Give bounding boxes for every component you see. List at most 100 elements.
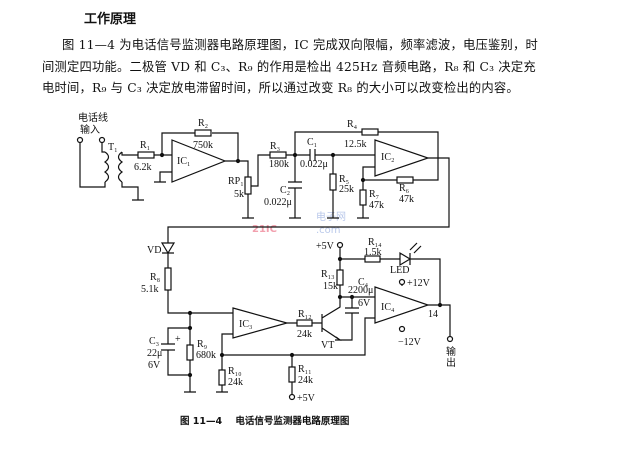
supply-terminal: [398, 278, 406, 286]
figure-caption: 图 11—4 电话信号监测器电路原理图: [180, 415, 349, 427]
opamp-ic1: [171, 139, 227, 183]
svg-text:24k: 24k: [298, 375, 313, 386]
svg-text:14: 14: [428, 309, 438, 320]
svg-text:−12V: −12V: [398, 337, 422, 348]
resistor-r14: [364, 255, 381, 263]
capacitor-c4: [345, 297, 359, 318]
svg-text:180k: 180k: [269, 159, 289, 170]
svg-text:输入: 输入: [80, 123, 100, 136]
svg-text:.com: .com: [316, 225, 341, 236]
svg-text:RP₁: RP₁: [228, 176, 244, 187]
svg-text:+: +: [175, 334, 181, 345]
svg-text:R₅: R₅: [339, 174, 349, 185]
svg-text:C₂: C₂: [280, 185, 290, 196]
svg-text:R₂: R₂: [198, 118, 208, 129]
svg-text:6V: 6V: [358, 298, 371, 309]
resistor-r8: [164, 267, 172, 291]
svg-text:+5V: +5V: [297, 393, 316, 404]
svg-text:750k: 750k: [193, 140, 213, 151]
resistor-r4: [361, 128, 379, 136]
svg-text:R₄: R₄: [347, 119, 358, 130]
resistor-r5: [329, 173, 337, 191]
svg-text:C₃: C₃: [149, 336, 159, 347]
svg-text:+5V: +5V: [316, 241, 335, 252]
opamp-ic2: [374, 139, 430, 177]
resistor-r3: [269, 151, 287, 159]
svg-text:R₁₀: R₁₀: [228, 366, 242, 377]
body-paragraph: 图 11—4 为电话信号监测器电路原理图，IC 完成双向限幅，频率滤波，电压鉴别…: [42, 38, 538, 95]
diode-vd: [160, 242, 176, 255]
supply-terminal: [398, 325, 406, 333]
svg-text:24k: 24k: [297, 329, 312, 340]
svg-text:电子网: 电子网: [316, 210, 346, 223]
svg-text:680k: 680k: [196, 350, 216, 361]
svg-text:R₉: R₉: [197, 339, 208, 350]
svg-text:25k: 25k: [339, 184, 354, 195]
svg-text:IC₄: IC₄: [381, 302, 395, 313]
svg-text:0.022μ: 0.022μ: [264, 197, 292, 208]
resistor-r7: [359, 189, 367, 206]
resistor-r2: [194, 129, 212, 137]
potentiometer-rp1: [244, 176, 252, 195]
transformer-secondary-coil: [117, 151, 124, 183]
resistor-r11: [288, 366, 296, 383]
svg-text:0.022μ: 0.022μ: [300, 159, 328, 170]
section-heading: 工作原理: [84, 12, 137, 27]
resistor-r10: [218, 369, 226, 386]
svg-text:15k: 15k: [323, 281, 338, 292]
svg-text:5k: 5k: [234, 189, 244, 200]
svg-text:R₇: R₇: [369, 189, 379, 200]
svg-text:出: 出: [446, 356, 456, 369]
component-labels: 电话线 输入 T₁ R₁ 6.2k R₂ 750k IC₁ RP₁ 5k R₃ …: [78, 111, 456, 404]
svg-text:T₁: T₁: [108, 142, 118, 153]
svg-text:C₁: C₁: [307, 137, 317, 148]
svg-text:输: 输: [446, 345, 456, 358]
capacitor-c3: [161, 343, 175, 351]
svg-text:R₈: R₈: [150, 272, 161, 283]
resistor-r12: [296, 319, 313, 327]
svg-text:47k: 47k: [369, 200, 384, 211]
svg-text:2200μ: 2200μ: [348, 285, 373, 296]
input-terminal: [76, 136, 84, 144]
svg-text:12.5k: 12.5k: [344, 139, 367, 150]
svg-text:LED: LED: [390, 265, 409, 276]
resistor-r9: [186, 344, 194, 361]
svg-text:R₃: R₃: [270, 141, 280, 152]
resistor-r1: [137, 151, 155, 159]
input-terminal: [98, 136, 106, 144]
svg-text:21IC: 21IC: [252, 224, 277, 235]
svg-text:22μ: 22μ: [147, 348, 162, 359]
supply-terminal: [336, 241, 344, 249]
led: [399, 251, 412, 267]
opamp-ic3: [232, 307, 290, 339]
svg-text:R₁: R₁: [140, 140, 150, 151]
svg-text:IC₃: IC₃: [239, 319, 253, 330]
svg-text:VD: VD: [147, 245, 161, 256]
svg-text:1.5k: 1.5k: [364, 247, 382, 258]
watermark: 21IC 电子网 .com: [252, 210, 346, 236]
resistor-r6: [396, 176, 414, 184]
transformer-primary-coil: [103, 151, 110, 183]
resistor-r13: [336, 269, 344, 286]
opamp-ic4: [374, 286, 430, 324]
svg-text:5.1k: 5.1k: [141, 284, 159, 295]
svg-text:47k: 47k: [399, 194, 414, 205]
svg-text:24k: 24k: [228, 377, 243, 388]
svg-text:R₁₄: R₁₄: [368, 237, 382, 248]
transistor-vt: [321, 297, 353, 341]
supply-terminal: [288, 393, 296, 401]
svg-text:VT: VT: [321, 340, 334, 351]
svg-text:IC₁: IC₁: [177, 156, 191, 167]
capacitor-c2: [288, 181, 302, 189]
svg-text:+12V: +12V: [407, 278, 431, 289]
svg-text:电话线: 电话线: [78, 111, 108, 124]
output-terminal: [446, 335, 454, 343]
svg-text:R₁₂: R₁₂: [298, 309, 312, 320]
svg-text:R₁₃: R₁₃: [321, 269, 335, 280]
svg-text:R₁₁: R₁₁: [298, 364, 312, 375]
svg-text:6V: 6V: [148, 360, 161, 371]
svg-text:6.2k: 6.2k: [134, 162, 152, 173]
svg-text:IC₂: IC₂: [381, 152, 395, 163]
